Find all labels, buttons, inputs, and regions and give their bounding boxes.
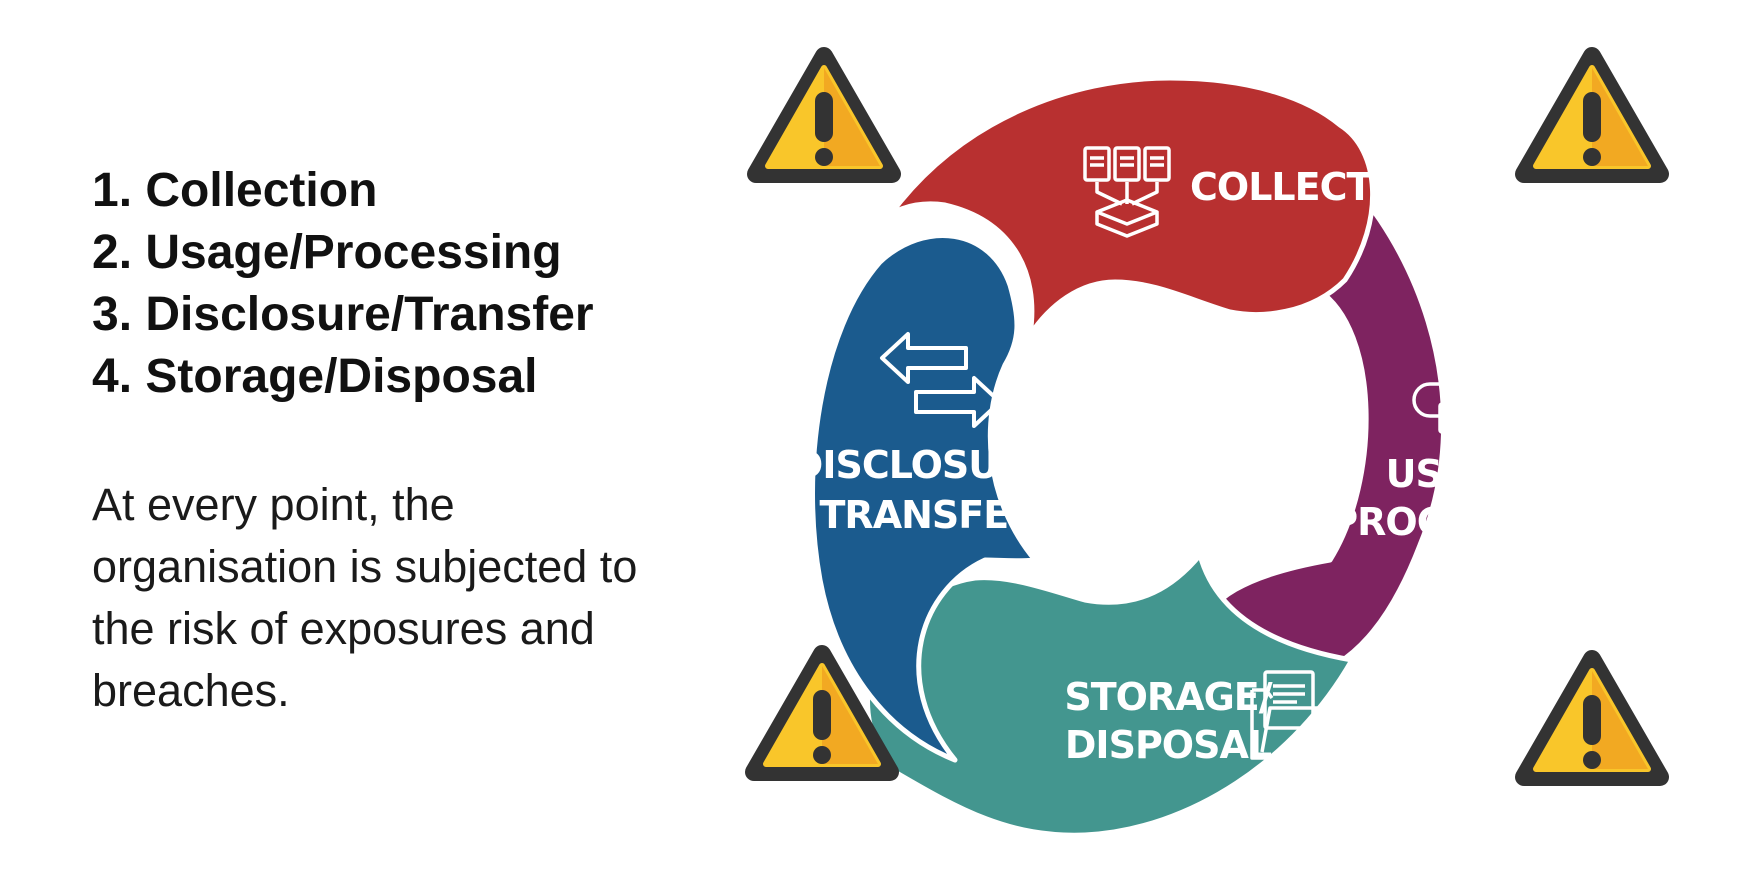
step-label: Storage/Disposal — [145, 350, 538, 403]
warning-triangle-icon — [756, 56, 892, 174]
process-flow-icon — [1412, 320, 1516, 434]
segment-label-collection: COLLECTION — [1190, 165, 1447, 209]
segment-label-storage-line1: STORAGE/ — [1064, 675, 1272, 719]
folder-icon — [1250, 670, 1332, 760]
segment-label-disclosure-line1: DISCLOSURE/ — [792, 443, 1066, 487]
segment-label-usage-line2: PROCESSING — [1330, 500, 1593, 544]
step-label: Collection — [145, 164, 378, 217]
segment-label-storage-line2: DISPOSAL — [1065, 723, 1272, 767]
step-number: 4. — [92, 350, 133, 403]
segment-label-disclosure-line2: TRANSFER — [820, 493, 1038, 537]
documents-inbox-icon — [1083, 146, 1171, 238]
exchange-arrows-icon — [880, 332, 1002, 428]
step-item-usage: 2. Usage/Processing — [92, 222, 594, 284]
lifecycle-steps-list: 1. Collection 2. Usage/Processing 3. Dis… — [92, 160, 594, 408]
step-label: Disclosure/Transfer — [145, 288, 594, 341]
warning-triangle-icon — [1524, 659, 1660, 777]
segment-collection — [887, 75, 1375, 338]
risk-note: At every point, the organisation is subj… — [92, 479, 638, 716]
step-label: Usage/Processing — [145, 226, 562, 279]
step-item-collection: 1. Collection — [92, 160, 594, 222]
step-item-storage: 4. Storage/Disposal — [92, 346, 594, 408]
step-number: 2. — [92, 226, 133, 279]
step-number: 1. — [92, 164, 133, 217]
warning-triangle-icon — [1524, 56, 1660, 174]
segment-disclosure — [810, 232, 1038, 763]
step-number: 3. — [92, 288, 133, 341]
step-item-disclosure: 3. Disclosure/Transfer — [92, 284, 594, 346]
segment-label-usage-line1: USAGE/ — [1386, 452, 1540, 496]
